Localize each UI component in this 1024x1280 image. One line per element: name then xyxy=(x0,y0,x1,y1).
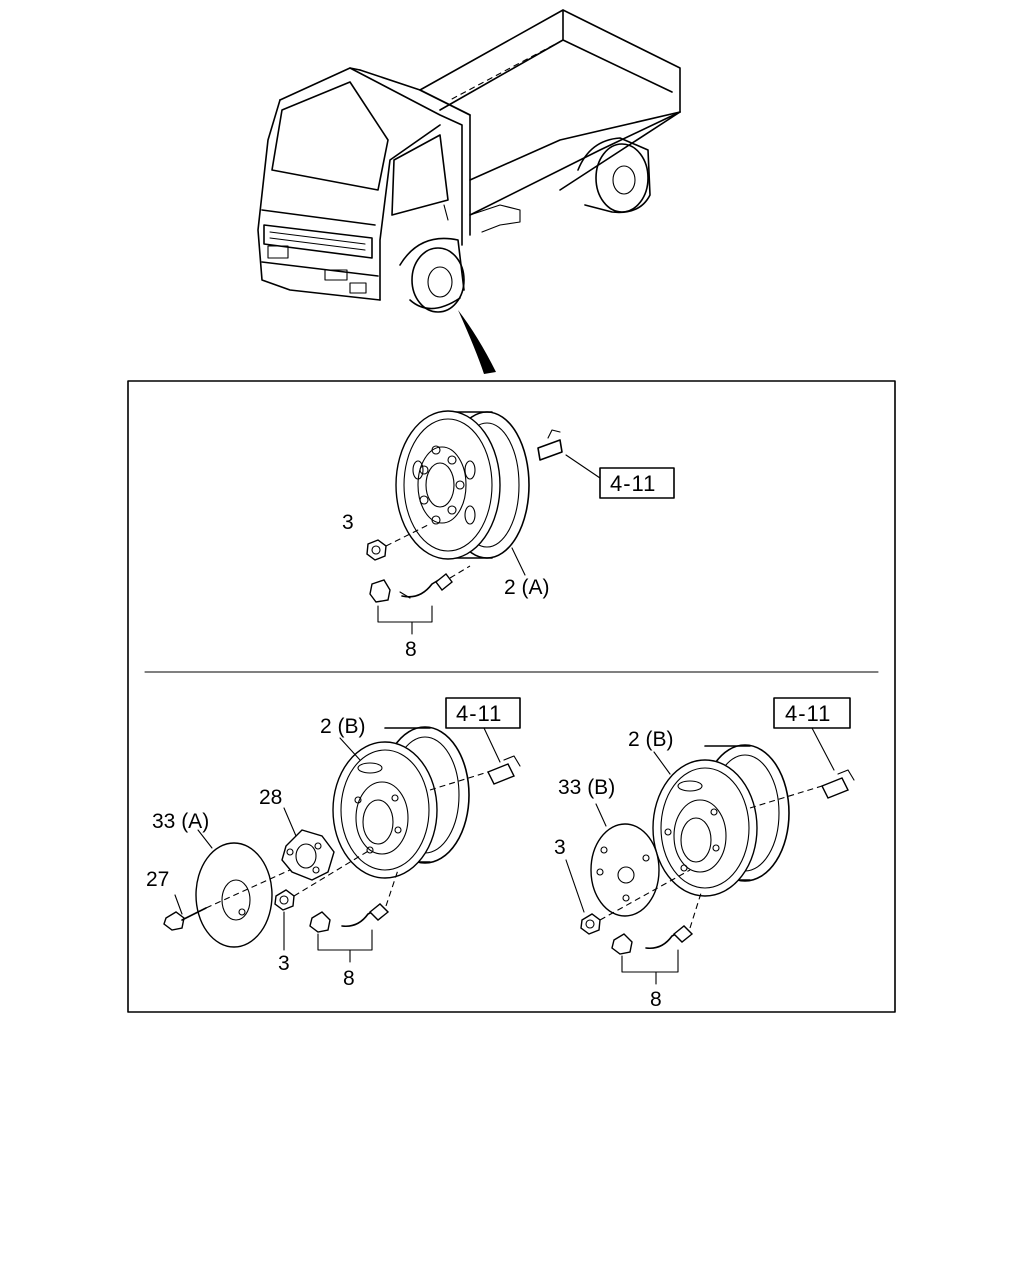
reference-box-lower-right xyxy=(773,697,851,729)
lower-left-wheel-assembly xyxy=(163,726,521,963)
lower-right-wheel-assembly xyxy=(565,727,855,985)
label-valve-lower-left: 8 xyxy=(343,967,355,990)
label-wheel-lower-right: 2 (B) xyxy=(628,728,674,751)
label-valve-lower-right: 8 xyxy=(650,988,662,1011)
label-wheel-lower-left: 2 (B) xyxy=(320,715,366,738)
reference-lower-left: 4-11 xyxy=(456,701,502,726)
label-cover-33b: 33 (B) xyxy=(558,776,615,799)
reference-lower-right: 4-11 xyxy=(785,701,831,726)
label-wheel-upper: 2 (A) xyxy=(504,576,550,599)
label-cap-28: 28 xyxy=(259,786,282,809)
label-cover-33a: 33 (A) xyxy=(152,810,209,833)
upper-wheel-assembly xyxy=(366,410,601,635)
reference-box-upper xyxy=(599,467,675,499)
truck-illustration xyxy=(257,9,681,374)
reference-box-lower-left xyxy=(445,697,521,729)
pointer-arrow xyxy=(458,310,496,374)
reference-upper: 4-11 xyxy=(610,471,656,496)
label-bolt-27: 27 xyxy=(146,868,169,891)
detail-panel xyxy=(127,380,896,1013)
label-valve-upper: 8 xyxy=(405,638,417,661)
label-nut-upper: 3 xyxy=(342,511,354,534)
label-nut-lower-right: 3 xyxy=(554,836,566,859)
label-nut-lower-left: 3 xyxy=(278,952,290,975)
